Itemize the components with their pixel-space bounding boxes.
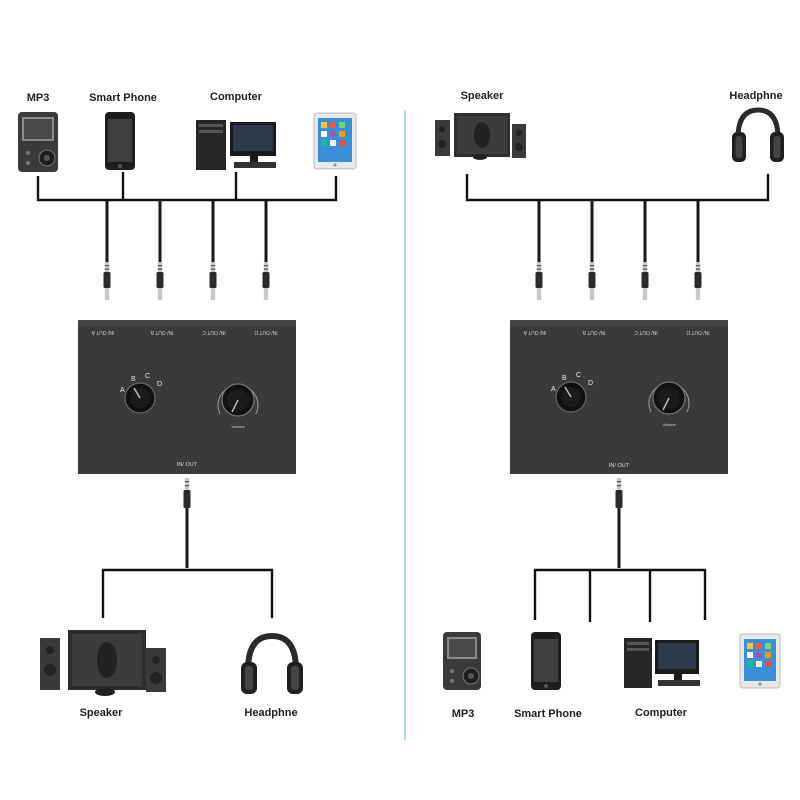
port-label-d: IN/ OUT D xyxy=(254,329,278,335)
selector-letter-c-right: C xyxy=(576,372,581,379)
port-label-a-right: IN/ OUT A xyxy=(523,329,546,335)
label-speaker: Speaker xyxy=(80,707,124,719)
label-computer: Computer xyxy=(210,91,263,103)
selector-letter-a: A xyxy=(120,387,125,394)
input-cables xyxy=(103,200,270,288)
speaker-icon xyxy=(40,630,166,696)
output-cable xyxy=(183,478,191,568)
selector-letter-b: B xyxy=(131,376,136,383)
selector-letter-d-right: D xyxy=(588,380,593,387)
plug-tips xyxy=(104,288,269,300)
volume-label-right: Volume xyxy=(662,422,676,427)
audio-switch-box-right: IN/ OUT A IN/ OUT B IN/ OUT C IN/ OUT D … xyxy=(510,320,728,474)
label-headphone: Headphne xyxy=(244,707,297,719)
volume-knob-right xyxy=(648,381,690,415)
port-label-c-right: IN/ OUT C xyxy=(634,329,658,335)
port-label-c: IN/ OUT C xyxy=(202,329,226,335)
top-bus-wire-right xyxy=(465,174,770,202)
port-label-b: IN/ OUT B xyxy=(150,329,174,335)
bottom-port-label: IN/ OUT xyxy=(177,462,198,468)
selector-letter-b-right: B xyxy=(562,375,567,382)
right-panel: Speaker Headphne xyxy=(435,90,784,720)
selector-letter-c: C xyxy=(145,373,150,380)
selector-letter-a-right: A xyxy=(551,386,556,393)
input-cables-right xyxy=(535,200,702,288)
label-headphone-top: Headphne xyxy=(729,90,782,102)
mp3-player-icon-bottom xyxy=(443,632,481,690)
headphone-icon xyxy=(241,632,303,694)
output-cable-right xyxy=(615,478,623,568)
label-mp3: MP3 xyxy=(27,92,50,104)
plug-tips-right xyxy=(536,288,701,300)
bottom-port-label-right: IN/ OUT xyxy=(609,463,630,469)
port-label-d-right: IN/ OUT D xyxy=(686,329,710,335)
mp3-player-icon xyxy=(18,112,58,172)
bottom-bus-wire xyxy=(101,568,274,618)
selector-knob-right xyxy=(555,381,587,413)
computer-icon xyxy=(196,120,276,170)
label-mp3-bottom: MP3 xyxy=(452,708,475,720)
bottom-bus-wire-right xyxy=(533,568,707,620)
computer-icon-bottom xyxy=(624,638,700,688)
selector-knob xyxy=(124,382,156,414)
volume-knob xyxy=(217,383,259,417)
audio-switch-box: IN/ OUT A IN/ OUT B IN/ OUT C IN/ OUT D … xyxy=(78,320,296,474)
left-panel: MP3 Smart Phone Computer xyxy=(18,91,357,719)
volume-label: Volume xyxy=(231,424,245,429)
label-speaker-top: Speaker xyxy=(461,90,505,102)
speaker-icon-top xyxy=(435,113,526,160)
tablet-icon-bottom xyxy=(739,633,781,689)
top-bus-wire xyxy=(36,176,338,202)
smart-phone-icon xyxy=(105,112,135,170)
headphone-icon-top xyxy=(732,107,784,162)
selector-letter-d: D xyxy=(157,381,162,388)
port-label-b-right: IN/ OUT B xyxy=(582,329,606,335)
label-smart-phone: Smart Phone xyxy=(89,92,157,104)
tablet-icon xyxy=(313,112,357,170)
label-computer-bottom: Computer xyxy=(635,707,688,719)
port-label-a: IN/ OUT A xyxy=(91,329,114,335)
label-smart-phone-bottom: Smart Phone xyxy=(514,708,582,720)
smart-phone-icon-bottom xyxy=(531,632,561,690)
